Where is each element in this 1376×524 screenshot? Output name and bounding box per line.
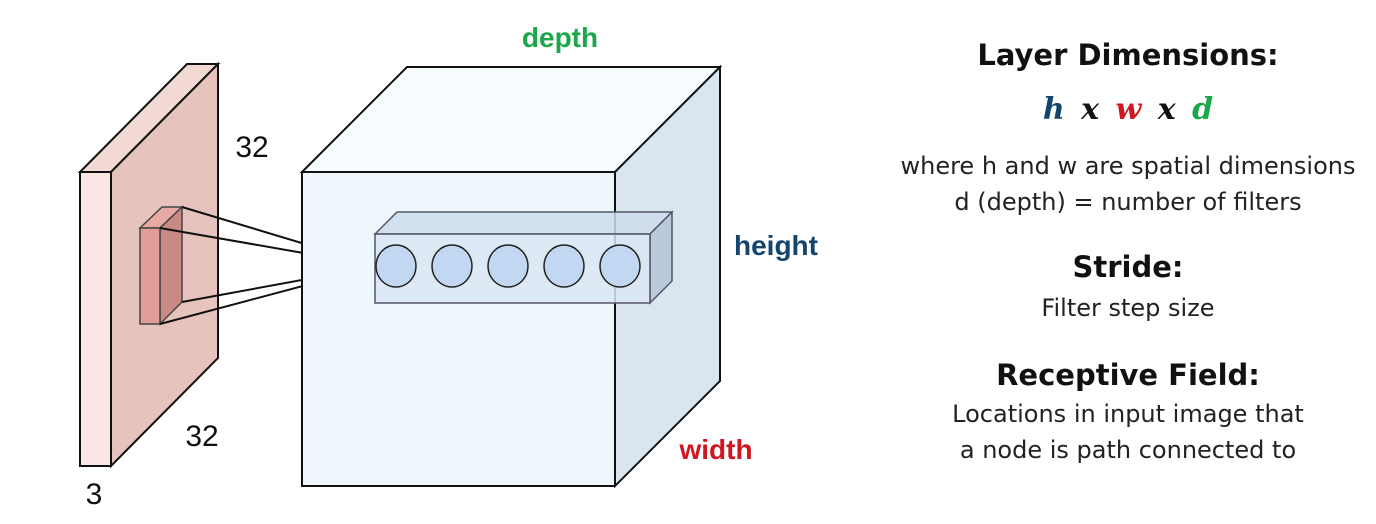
formula-d: d bbox=[1192, 92, 1214, 127]
conv-layer-diagram: 32 32 3 depth height width bbox=[77, 22, 818, 511]
layer-dimensions-heading: Layer Dimensions: bbox=[977, 38, 1279, 72]
patch-front bbox=[139, 227, 161, 325]
input-width-label: 32 bbox=[185, 420, 218, 453]
formula-times: x bbox=[1157, 92, 1176, 127]
neuron bbox=[599, 244, 641, 288]
formula-w: w bbox=[1115, 92, 1142, 127]
layer-dimensions-desc-line1: where h and w are spatial dimensions bbox=[900, 152, 1356, 180]
neuron bbox=[375, 244, 417, 288]
receptive-field-desc-line2: a node is path connected to bbox=[959, 436, 1297, 464]
formula-h: h bbox=[1042, 92, 1065, 127]
neurons bbox=[375, 244, 641, 288]
volume-height-label: height bbox=[734, 230, 818, 261]
neuron bbox=[543, 244, 585, 288]
input-slab-front-face bbox=[79, 171, 112, 467]
stride-desc: Filter step size bbox=[1041, 294, 1215, 322]
dimension-formula: h x w x d bbox=[880, 92, 1376, 127]
volume-width-label: width bbox=[678, 434, 752, 465]
neuron bbox=[487, 244, 529, 288]
input-depth-label: 3 bbox=[86, 478, 103, 511]
volume-depth-label: depth bbox=[522, 22, 598, 53]
receptive-field-desc-line1: Locations in input image that bbox=[952, 400, 1304, 428]
receptive-field-patch bbox=[138, 205, 184, 326]
neuron-column-top bbox=[373, 211, 674, 235]
input-height-label: 32 bbox=[235, 131, 268, 164]
neuron-column bbox=[373, 210, 674, 305]
receptive-field-heading: Receptive Field: bbox=[996, 358, 1260, 392]
layer-dimensions-desc-line2: d (depth) = number of filters bbox=[954, 188, 1302, 216]
neuron bbox=[431, 244, 473, 288]
explanation-panel: Layer Dimensions: h x w x d where h and … bbox=[880, 0, 1376, 524]
formula-times: x bbox=[1081, 92, 1100, 127]
stride-heading: Stride: bbox=[1072, 250, 1184, 284]
